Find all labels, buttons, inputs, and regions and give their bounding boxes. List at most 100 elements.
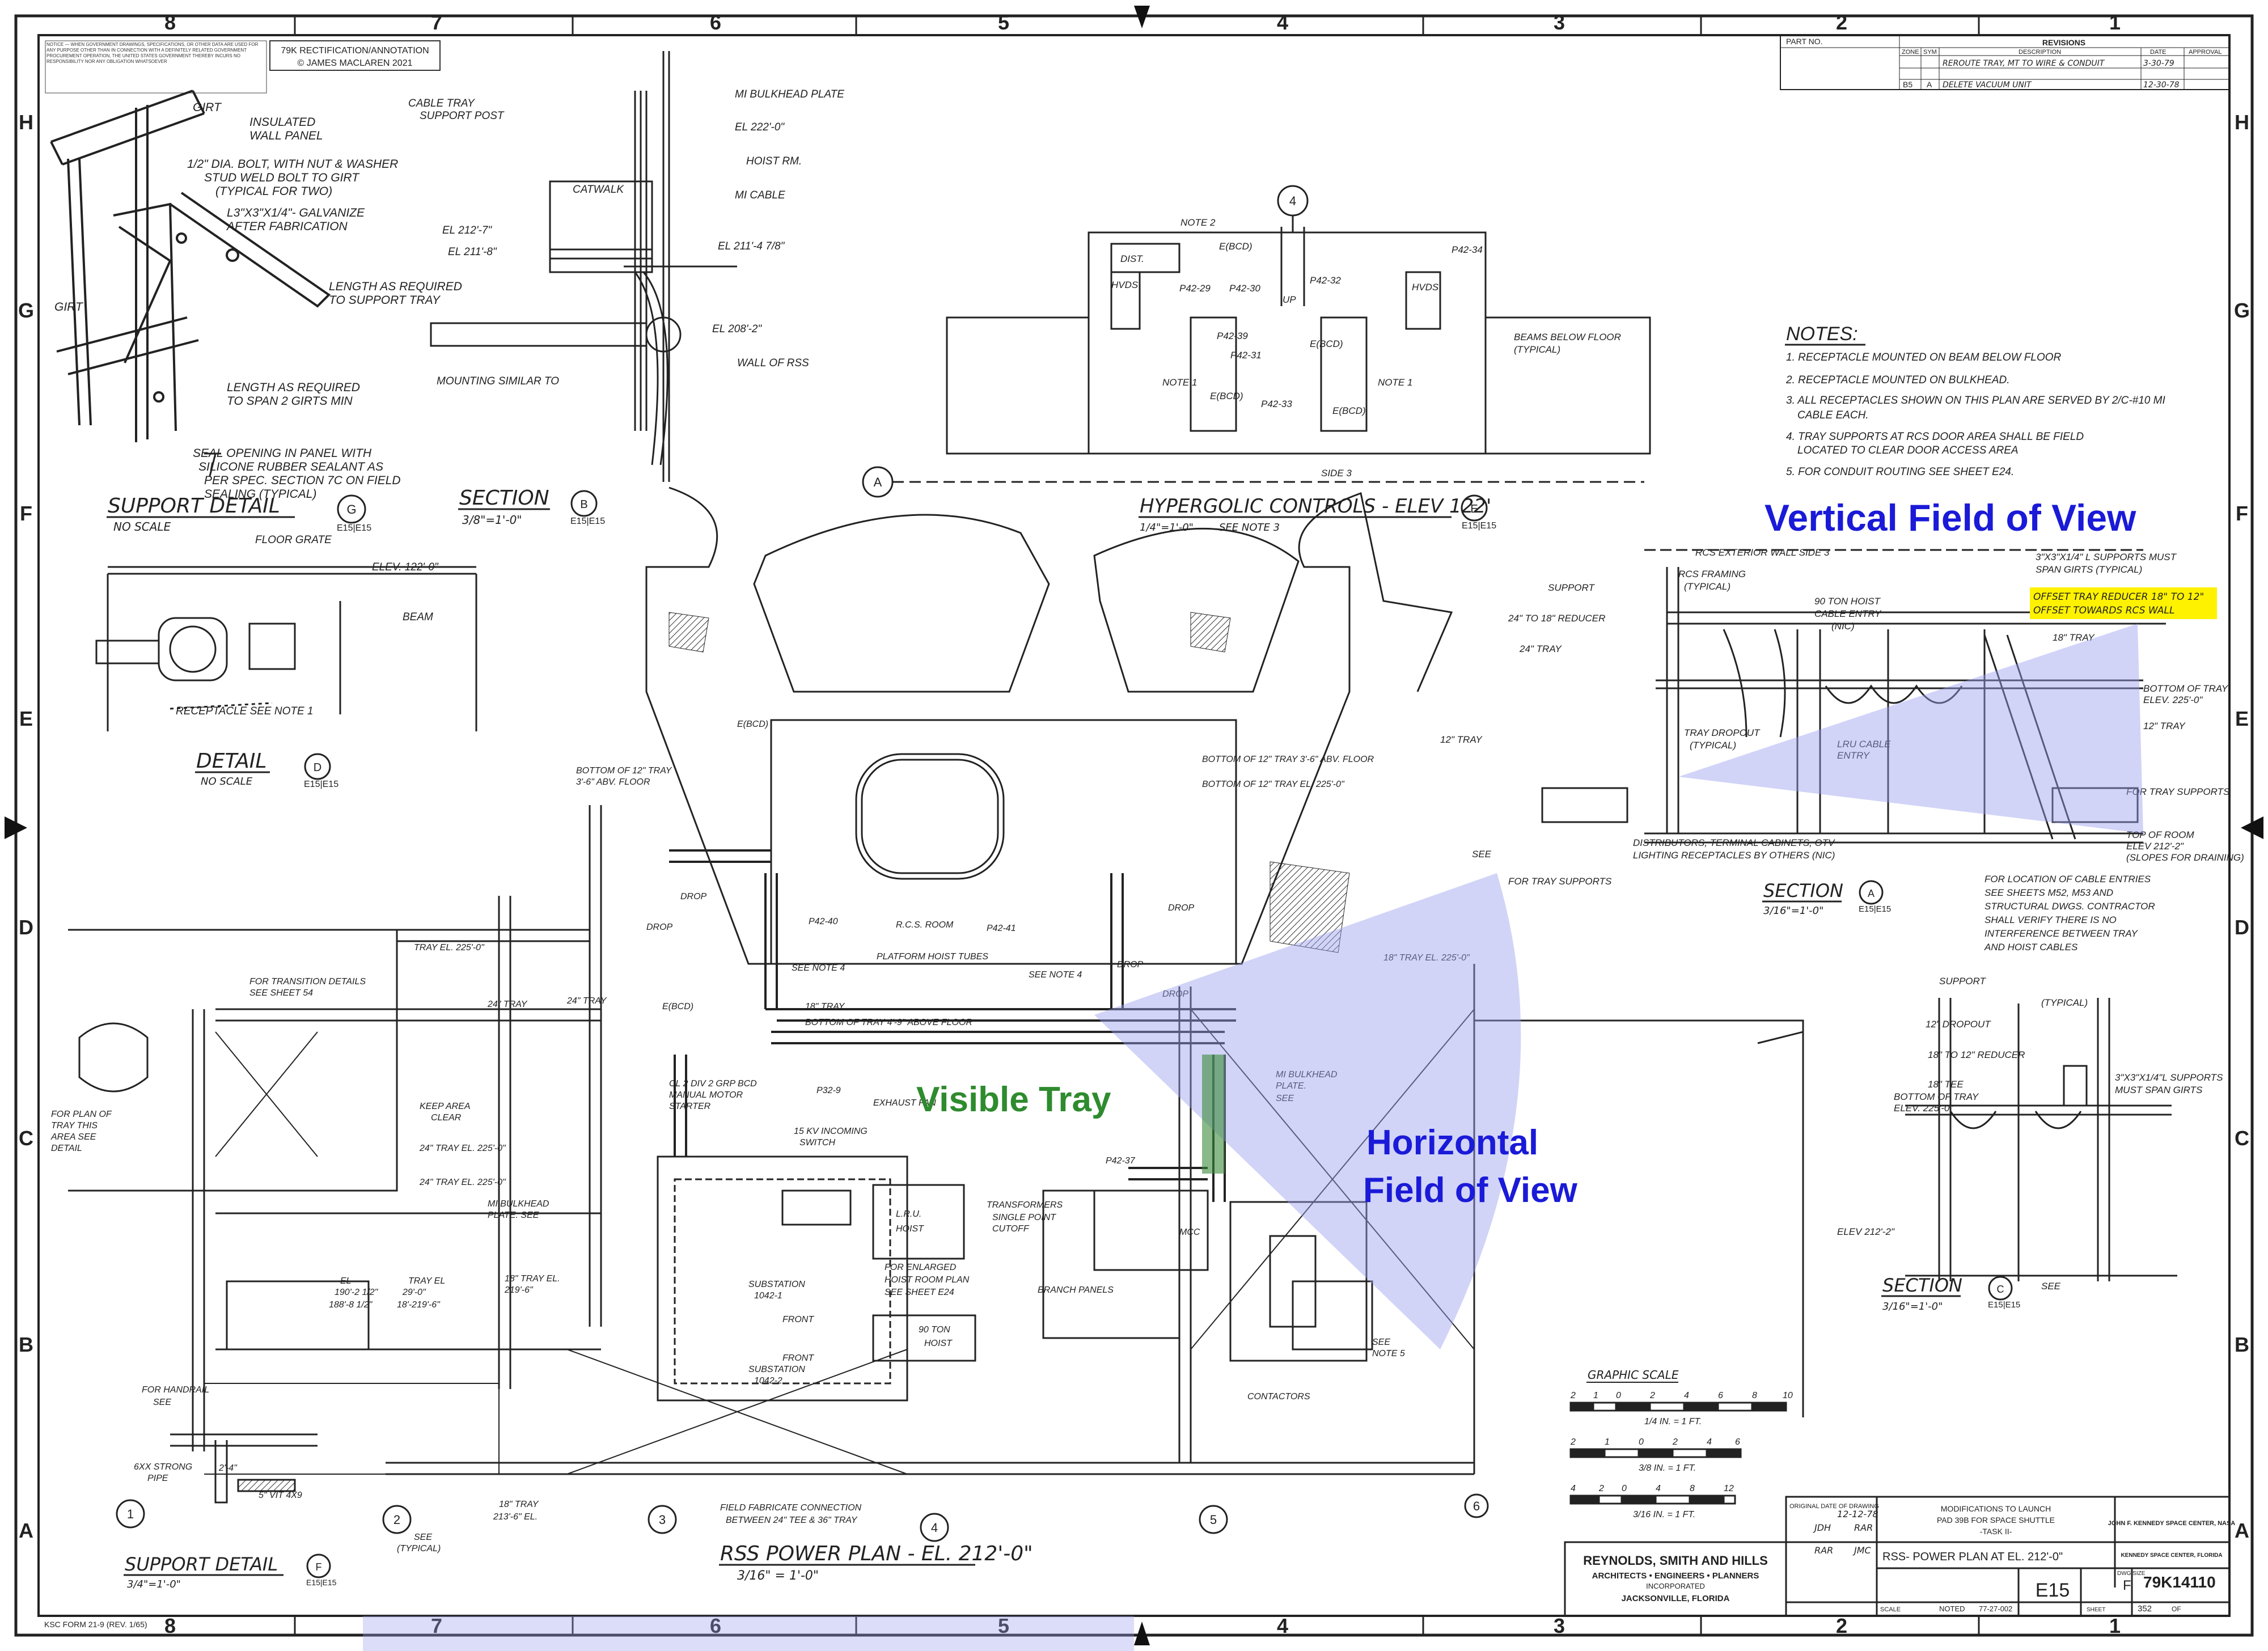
label: LIGHTING RECEPTACLES BY OTHERS (NIC) [1633,850,1835,861]
label: DIST. [1120,253,1144,264]
row-label: E [2235,707,2249,730]
notes-block: NOTES: 1. RECEPTACLE MOUNTED ON BEAM BEL… [1785,323,2165,478]
label: FOR ENLARGED [885,1263,957,1272]
label: SIDE 3 [1321,468,1352,479]
label: R.C.S. ROOM [896,920,954,930]
label: 3"X3"X1/4"L SUPPORTS [2115,1072,2223,1083]
label: DROP [680,892,707,901]
label: FOR TRANSITION DETAILS [249,977,366,987]
scale: 3/4"=1'-0" [127,1578,181,1590]
rev-header-desc: DESCRIPTION [2019,49,2061,56]
tick: 2 [1598,1484,1604,1493]
label: PLATE. [1276,1081,1306,1091]
fov-overlays [363,624,2143,1651]
label: PIPE [147,1474,168,1483]
label: DROP [1117,960,1144,970]
label: 2'-4" [218,1463,238,1473]
notes-title: NOTES: [1786,323,1858,345]
scale-label: SCALE [1880,1606,1901,1613]
scale-label: 1/4 IN. = 1 FT. [1644,1417,1702,1426]
rev-header-approval: APPROVAL [2189,49,2222,56]
size-label: DWG SIZE [2117,1570,2146,1577]
label: NOTE 1 [1162,377,1197,388]
tick: 1 [1605,1437,1610,1447]
hypergolic-drawing [862,185,1651,498]
label: RECEPTACLE SEE NOTE 1 [176,705,314,717]
label: MI BULKHEAD [1276,1070,1338,1080]
label: E(BCD) [1210,391,1243,401]
label: NOTE 1 [1378,377,1412,388]
row-labels-right: H G F E D C B A [2234,111,2250,1542]
detail-d-drawing [95,566,477,731]
bubble-5: 5 [1210,1513,1217,1527]
horizontal-fov-label-1: Horizontal [1366,1123,1538,1162]
label: SEE SHEET 54 [249,988,313,998]
support-detail-bl-labels: FOR HANDRAIL SEE 6XX STRONG PIPE 2'-4" 5… [134,1385,302,1500]
rev-row2-zone: B5 [1903,80,1912,89]
col-label: 5 [998,11,1009,34]
plan-title: RSS POWER PLAN - EL. 212'-0" 3/16" = 1'-… [719,1542,1033,1583]
highlight-line-2: OFFSET TOWARDS RCS WALL [2033,605,2174,616]
label: P42-37 [1106,1156,1136,1166]
label: FLOOR GRATE [255,534,332,546]
label: ELEV. 122'-0" [372,561,439,573]
label: 90 TON HOIST [1814,596,1881,607]
label: 18" TRAY [805,1002,845,1011]
label: MUST SPAN GIRTS [2115,1085,2203,1095]
label: TOP OF ROOM [2126,829,2194,840]
vertical-fov-wedge [1678,624,2143,833]
label: FOR TRAY SUPPORTS [1508,876,1612,887]
label: DISTRIBUTORS, TERMINAL CABINETS, OTV [1633,837,1835,848]
rev-row2-desc: DELETE VACUUM UNIT [1943,81,2032,90]
column-ticks [294,16,1980,1635]
label: 18" TO 12" REDUCER [1928,1049,2025,1060]
label: STARTER [669,1102,711,1111]
section-c-labels: SUPPORT (TYPICAL) 12" DROPOUT 18" TO 12"… [1837,976,2223,1292]
label: L.R.U. [896,1209,921,1219]
engineer: RAR [1814,1545,1833,1556]
label: P42-34 [1452,244,1483,255]
label: SUPPORT POST [420,110,505,122]
original-date: 12-12-78 [1837,1509,1878,1519]
revisions-block: PART NO. REVISIONS ZONE SYM DESCRIPTION … [1780,35,2230,90]
sheets: E15|E15 [1859,904,1891,914]
label: BOTTOM OF 12" TRAY EL. 225'-0" [1202,780,1345,789]
col-label: 3 [1554,11,1565,34]
line: STRUCTURAL DWGS. CONTRACTOR [1984,901,2155,912]
label: CLEAR [431,1113,462,1123]
label: HOIST [896,1224,924,1234]
dwg-number: 79K14110 [2143,1573,2216,1591]
label: (TYPICAL) [2041,997,2088,1008]
label: ELEV 212'-2" [2126,841,2184,852]
label: SEE [414,1533,432,1542]
tick: 10 [1783,1391,1793,1400]
sheets: E15|E15 [304,780,338,789]
label: 5" VIT 4X9 [259,1491,302,1500]
label: SEALING (TYPICAL) [204,488,316,501]
label: STUD WELD BOLT TO GIRT [204,171,360,184]
label: E(BCD) [737,719,768,729]
label: ELEV. 225'-0" [2143,695,2203,705]
label: P42-40 [809,917,838,926]
label: P42-31 [1230,350,1262,361]
row-label: G [2234,299,2250,322]
rcs-room-outline [645,486,1453,965]
col-label: 8 [164,1614,176,1637]
label: SEAL OPENING IN PANEL WITH [193,447,372,460]
bottom-blue-band [363,1616,1134,1651]
label: EXHAUST FAN [873,1098,936,1108]
scale: NO SCALE [201,776,253,788]
highlight-line-1: OFFSET TRAY REDUCER 18" TO 12" [2033,591,2204,603]
label: BRANCH PANELS [1038,1285,1114,1295]
label: HOIST ROOM PLAN [885,1275,970,1285]
sheets: E15|E15 [1462,521,1496,531]
label: FOR PLAN OF [51,1110,112,1119]
rev-row1-desc: REROUTE TRAY, MT TO WIRE & CONDUIT [1943,59,2105,68]
row-label: H [19,111,33,134]
rev-header-date: DATE [2150,49,2167,56]
label: 24" TRAY EL. 225'-0" [419,1178,506,1187]
label: E(BCD) [1219,241,1253,252]
checked: RAR [1854,1522,1873,1533]
label: 6XX STRONG [134,1462,192,1472]
